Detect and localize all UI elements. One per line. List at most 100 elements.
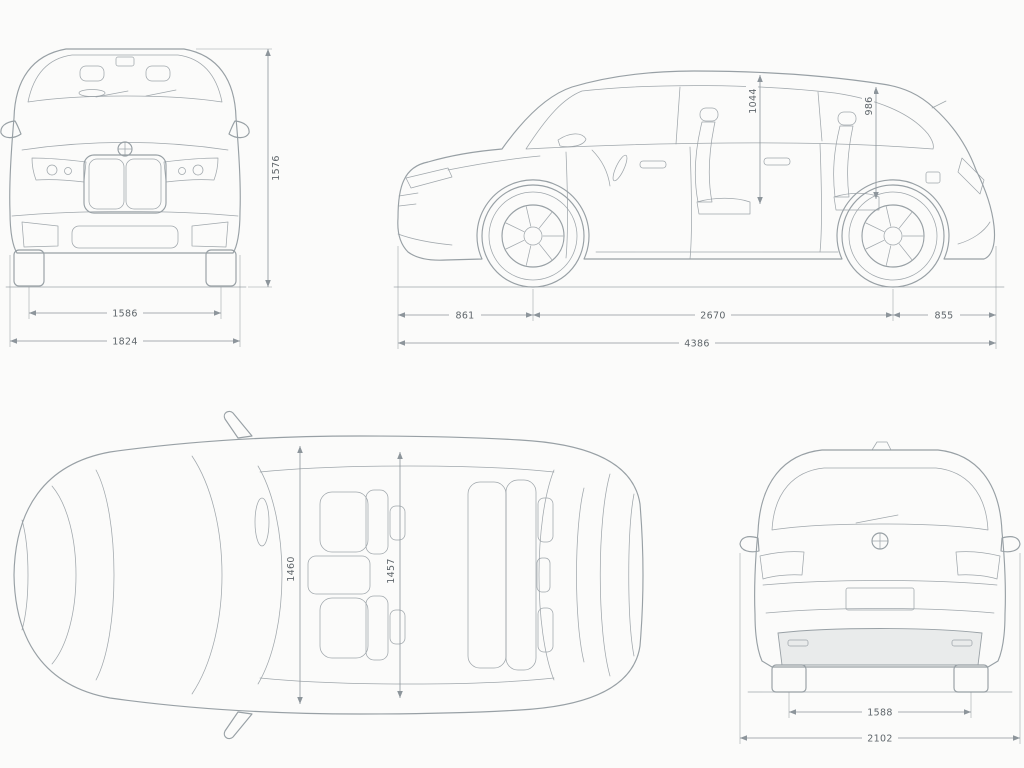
dim-label-front-track: 1586 (112, 309, 137, 320)
top-view: 1460 1457 (13, 410, 644, 740)
lower-bumper (777, 628, 983, 666)
rear-window (771, 467, 989, 531)
headlight-left (31, 157, 87, 183)
dashboard (591, 149, 611, 187)
mirror-left (739, 536, 760, 553)
dim-front-headroom: 1044 (746, 75, 763, 204)
wipers (95, 89, 177, 98)
dim-label-rear-interior-width: 1457 (386, 558, 397, 583)
door-handle-rear (763, 157, 791, 166)
dim-front-overall-height: 1576 (196, 48, 285, 288)
reflector-left (787, 639, 809, 647)
dim-label-rear-headroom: 986 (864, 96, 875, 115)
rear-wheel-left (771, 664, 807, 693)
rear-window-arc (538, 469, 555, 681)
tail-edge-arc (628, 493, 635, 657)
steering-wheel-side (612, 154, 628, 182)
headlight-right (163, 157, 219, 183)
mirror-top (223, 410, 253, 439)
taillight-side (957, 157, 985, 195)
front-seat (694, 107, 751, 215)
c-pillar (817, 91, 823, 142)
front-seat-right (319, 595, 406, 661)
headrest-left (79, 65, 105, 82)
front-view: 1576 1586 1824 (0, 48, 285, 350)
rearview-mirror (115, 56, 135, 67)
dim-label-front-overhang: 861 (455, 311, 474, 322)
dim-overall-length: 4386 (398, 336, 996, 352)
dim-label-front-headroom: 1044 (748, 88, 759, 113)
windshield (27, 54, 223, 103)
dim-label-width-with-mirrors: 2102 (867, 734, 892, 745)
door-handle-front (639, 160, 667, 169)
bmw-roundel-icon (117, 141, 133, 157)
mirror-bottom (223, 711, 253, 740)
rear-wiper (855, 514, 899, 524)
dim-label-height: 1576 (271, 155, 282, 180)
top-view-car (13, 410, 644, 740)
headrest-right (145, 65, 171, 82)
dim-label-overall-length: 4386 (684, 339, 709, 350)
steering-wheel (78, 89, 106, 97)
dim-width-with-mirrors: 2102 (739, 553, 1021, 747)
lower-intake (71, 225, 179, 249)
cargo-arc (576, 487, 585, 663)
dim-wheelbase: 2670 (533, 308, 893, 324)
dim-label-front-interior-width: 1460 (286, 556, 297, 581)
dim-front-overall-width: 1824 (9, 255, 241, 350)
bmw-roundel-rear-icon (871, 532, 889, 550)
dim-rear-headroom: 986 (862, 87, 879, 199)
steering-wheel-top (254, 497, 270, 547)
rear-wheel-right (953, 664, 989, 693)
side-view: 1044 986 861 2670 (393, 70, 1005, 352)
tailgate-creases (762, 580, 998, 614)
dim-rear-track: 1588 (788, 692, 972, 721)
roof-side-lines (259, 465, 555, 685)
mirror-right (1000, 536, 1021, 553)
front-bumper-arc (21, 519, 29, 631)
front-seat-left (319, 489, 406, 555)
side-intake-left (21, 221, 59, 248)
dim-label-rear-track: 1588 (867, 708, 892, 719)
bumper-crease (11, 211, 239, 217)
hatch-arc (599, 473, 611, 677)
side-intake-right (191, 221, 229, 248)
dim-label-overall-width: 1824 (112, 337, 137, 348)
dim-front-track: 1586 (28, 287, 222, 322)
front-wheel-left (13, 249, 45, 287)
kidney-grille (83, 154, 167, 214)
rear-bumper-line (957, 221, 991, 245)
taillight-right (955, 551, 1001, 580)
headlight-side (405, 167, 453, 189)
side-mirror-right (228, 120, 250, 139)
hood-arcs (51, 469, 115, 681)
grille-side (398, 192, 419, 207)
side-mirror (557, 133, 587, 148)
spoiler-tip (931, 100, 947, 109)
rear-view-car (739, 441, 1021, 693)
dim-side-bottom: 861 2670 855 4386 (397, 246, 997, 352)
dim-front-overhang: 861 (398, 308, 533, 324)
dim-label-rear-overhang: 855 (934, 311, 953, 322)
reflector-right (951, 639, 973, 647)
glasshouse (525, 85, 934, 150)
center-console (307, 555, 371, 595)
windshield-cowl (191, 455, 223, 695)
front-wheel (481, 184, 585, 288)
front-view-car (0, 48, 250, 288)
license-plate (845, 587, 915, 611)
door-lines (565, 143, 822, 260)
rear-wheel (841, 184, 945, 288)
rear-seat (833, 111, 880, 211)
dim-rear-interior-width: 1457 (384, 452, 403, 698)
dim-front-interior-width: 1460 (284, 446, 303, 704)
front-wheel-right (205, 249, 237, 287)
side-mirror-left (0, 120, 22, 139)
dim-label-wheelbase: 2670 (700, 311, 725, 322)
rear-view: 1588 2102 (739, 441, 1021, 747)
dim-rear-overhang: 855 (893, 308, 996, 324)
hood-line (447, 155, 541, 171)
antenna-fin (871, 441, 892, 451)
taillight-left (759, 551, 805, 580)
